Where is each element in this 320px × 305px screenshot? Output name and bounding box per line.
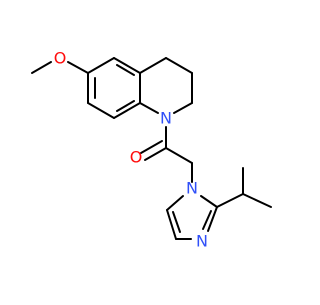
imidazole-n1-label: N (186, 179, 198, 198)
bond-carbonyl-o-1 (144, 147, 167, 161)
bond-c4-c3 (165, 57, 193, 74)
molecule-canvas: O N O N N (31, 48, 272, 251)
bond-lines (31, 57, 272, 240)
bond-c2-n1 (173, 102, 193, 114)
bond-b2-b3 (113, 57, 141, 74)
bond-imid-c4-c5 (166, 209, 177, 240)
bond-b1-b2 (87, 57, 115, 74)
atom-labels: O N O N N (54, 49, 208, 251)
bond-c4a-c4 (139, 57, 167, 74)
bond-isopropyl-methyl-right (242, 193, 272, 208)
structure-diagram: O N O N N (31, 49, 272, 251)
bond-b5-b6 (87, 102, 115, 119)
bond-aromatic-inner-1 (116, 64, 135, 76)
bond-carbonyl-ch2 (165, 147, 193, 164)
bond-imid-c2-n3 (207, 206, 218, 232)
bond-c2-isopropyl (216, 193, 244, 208)
bond-imid-n1-c2 (200, 195, 218, 208)
bond-n1-c8a (139, 102, 159, 114)
bond-o-aromatic (67, 61, 89, 74)
bond-imid-c2-n3-double (202, 210, 212, 230)
bond-b4-b5 (113, 102, 141, 119)
bond-methyl-o (31, 61, 52, 74)
bond-imid-c5-n1 (166, 195, 184, 211)
bond-aromatic-inner-2 (116, 100, 135, 112)
imidazole-n3-label: N (196, 232, 208, 251)
bond-imid-c4-c5-double (172, 211, 181, 233)
ring-nitrogen-label: N (160, 109, 172, 128)
methoxy-oxygen-label: O (54, 49, 67, 68)
bond-carbonyl-o-2 (140, 140, 163, 154)
carbonyl-oxygen-label: O (130, 148, 143, 167)
